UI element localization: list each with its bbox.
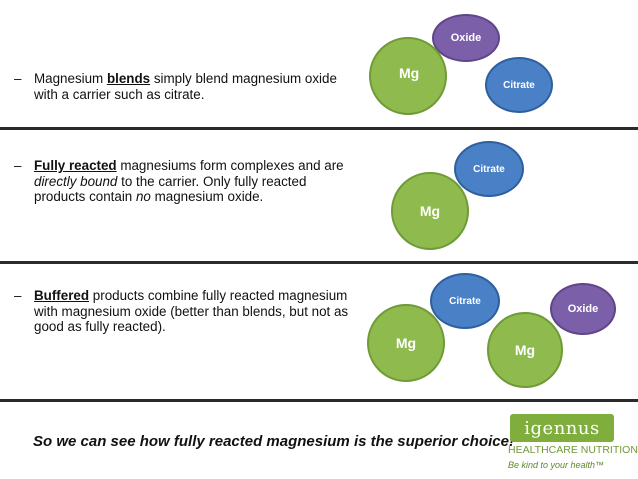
text-part: simply blend magnesium oxide with a carr… (34, 71, 337, 102)
keyword-buffered: Buffered (34, 288, 90, 303)
conclusion-text: So we can see how fully reacted magnesiu… (33, 433, 514, 450)
oxide-label: Oxide (567, 303, 599, 315)
oxide-circle: Oxide (550, 283, 616, 335)
citrate-label: Citrate (503, 79, 535, 91)
logo-name: igennus (524, 417, 600, 439)
citrate-label: Citrate (473, 163, 505, 175)
citrate-circle: Citrate (485, 57, 553, 113)
keyword-blends: blends (106, 71, 151, 86)
row-fully-reacted-body: Fully reacted magnesiums form complexes … (34, 158, 354, 205)
text-part: to the carrier. Only fully reacted produ… (34, 173, 307, 205)
oxide-label: Oxide (450, 32, 482, 44)
mg-circle: Mg (391, 172, 469, 250)
citrate-label: Citrate (449, 295, 481, 307)
mg-label: Mg (395, 335, 417, 351)
logo-tagline: Be kind to your health™ (508, 460, 605, 470)
mg-label: Mg (419, 203, 441, 219)
text-part: products combine fully reacted magnesium… (34, 288, 349, 334)
section-divider (0, 399, 638, 402)
row-blends-text: – Magnesium blends simply blend magnesiu… (14, 71, 354, 102)
mg-label: Mg (399, 65, 420, 81)
text-part: Magnesium (34, 71, 107, 86)
igennus-logo: igennus (510, 414, 614, 442)
mg-circle: Mg (367, 304, 445, 382)
logo-subtitle: HEALTHCARE NUTRITION (508, 444, 638, 456)
row-blends-body: Magnesium blends simply blend magnesium … (34, 71, 354, 102)
emphasis-directly-bound: directly bound (34, 173, 118, 189)
section-divider (0, 127, 638, 130)
row-buffered-text: – Buffered products combine fully reacte… (14, 288, 354, 335)
oxide-circle: Oxide (432, 14, 500, 62)
mg-circle: Mg (369, 37, 447, 115)
citrate-circle: Citrate (454, 141, 524, 197)
text-part: magnesium oxide. (150, 189, 264, 204)
citrate-circle: Citrate (430, 273, 500, 329)
row-fully-reacted-text: – Fully reacted magnesiums form complexe… (14, 158, 354, 205)
bullet-dash: – (14, 158, 22, 173)
mg-circle: Mg (487, 312, 563, 388)
mg-label: Mg (514, 342, 536, 358)
bullet-dash: – (14, 71, 22, 86)
keyword-fully-reacted: Fully reacted (34, 158, 117, 173)
bullet-dash: – (14, 288, 22, 303)
section-divider (0, 261, 638, 264)
text-part: magnesiums form complexes and are (116, 158, 344, 173)
emphasis-no: no (135, 189, 151, 204)
row-buffered-body: Buffered products combine fully reacted … (34, 288, 354, 335)
